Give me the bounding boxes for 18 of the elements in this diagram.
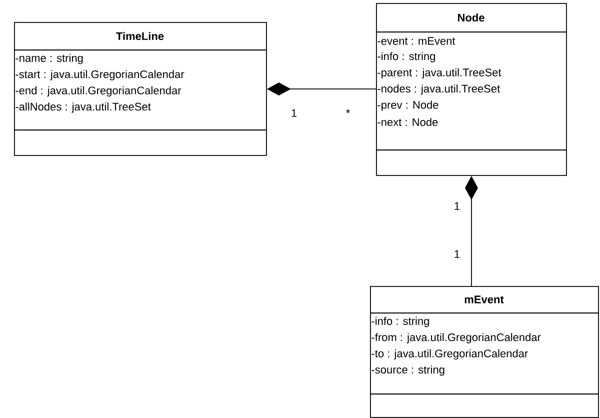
attribute-text: -name : string — [16, 54, 83, 64]
attribute-text: -parent : java.util.TreeSet — [378, 68, 502, 79]
attribute-text: -prev : Node — [378, 100, 438, 111]
attribute-text: -event : mEvent — [378, 37, 456, 45]
attribute-text: -source : string — [372, 365, 444, 376]
attribute-text: -info : string — [378, 52, 435, 62]
attribute-text: -nodes : java.util.TreeSet — [378, 84, 500, 95]
multiplicity-label: 1 — [454, 250, 460, 258]
multiplicity-label: * — [346, 109, 350, 114]
multiplicity-label: 1 — [454, 202, 460, 210]
multiplicity-label: 1 — [292, 109, 297, 117]
attribute-text: -from : java.util.GregorianCalendar — [372, 333, 541, 344]
attribute-text: -start : java.util.GregorianCalendar — [16, 70, 184, 80]
attribute-text: -allNodes : java.util.TreeSet — [16, 102, 151, 113]
attribute-text: -info : string — [372, 316, 429, 328]
attribute-text: -to : java.util.GregorianCalendar — [372, 349, 528, 360]
attribute-text: -next : Node — [378, 118, 438, 126]
attribute-text: -end : java.util.GregorianCalendar — [16, 86, 182, 97]
